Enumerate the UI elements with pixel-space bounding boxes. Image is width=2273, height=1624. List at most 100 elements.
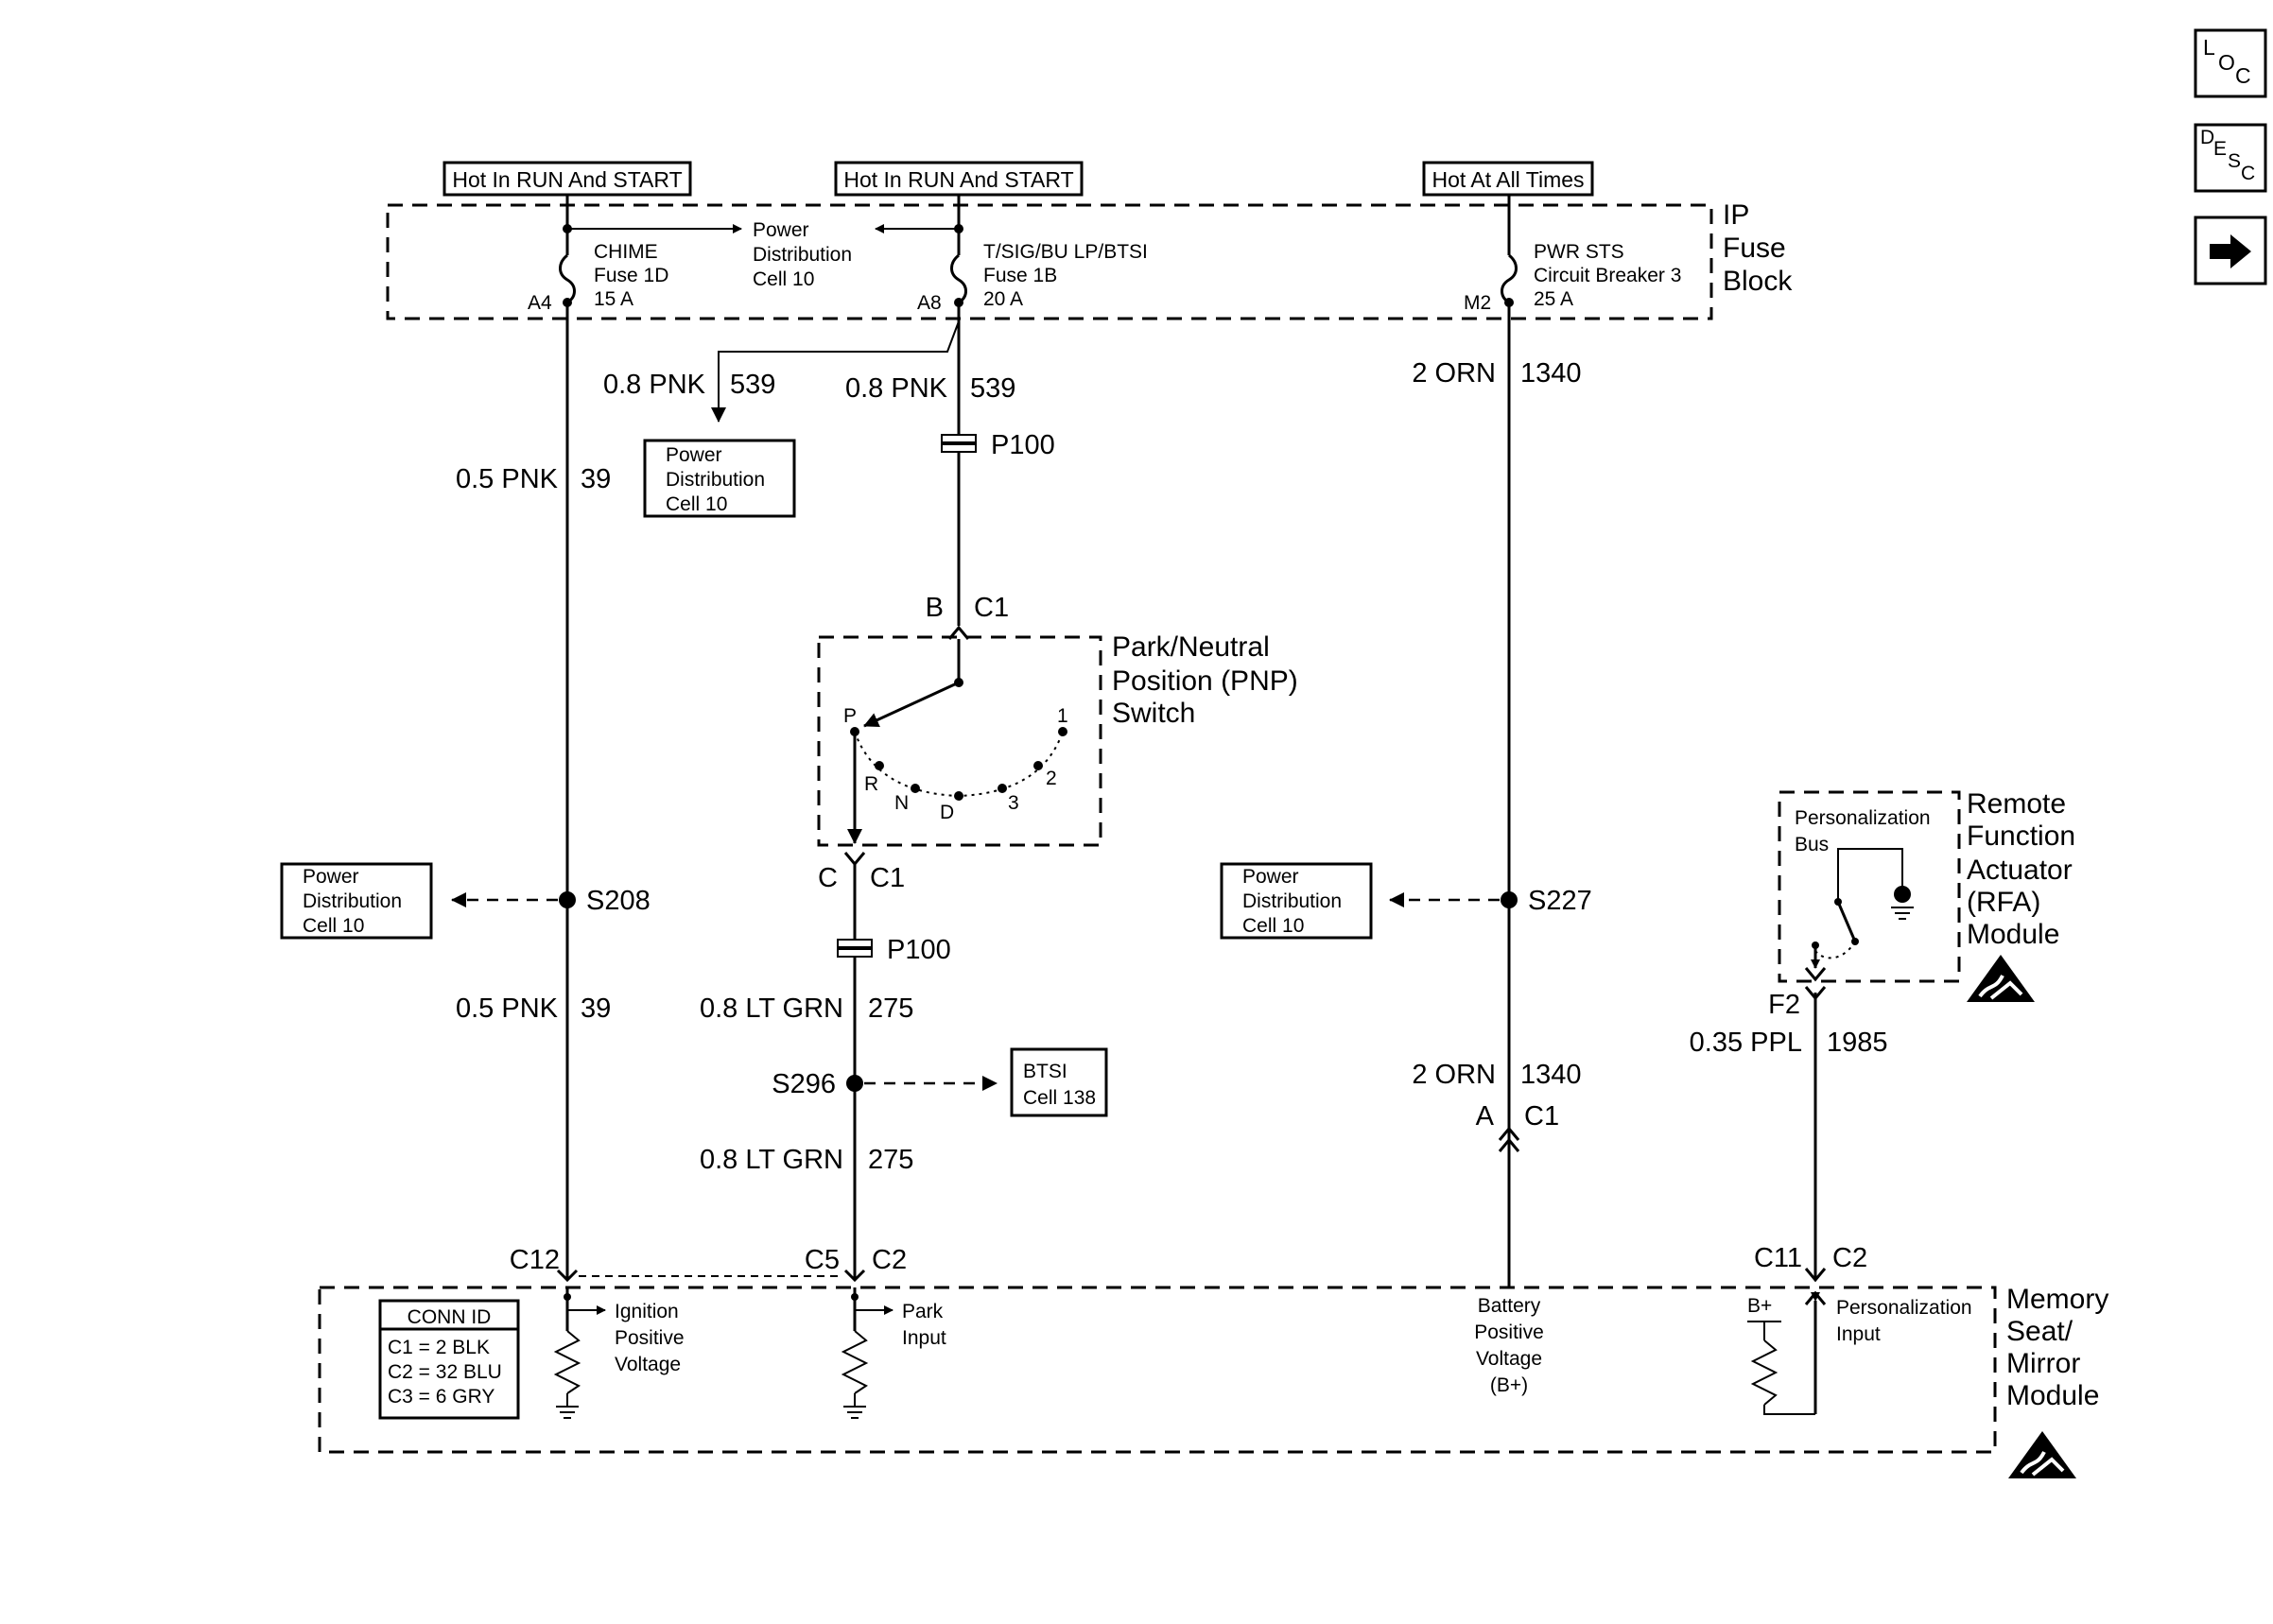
connector-c2-right: C2 [1832,1243,1867,1273]
connector-p100-upper-label: P100 [991,430,1055,460]
wire-539-size: 0.8 PNK [845,373,948,404]
park-input-line-1: Park [902,1301,944,1322]
pd-top-reference: Power Distribution Cell 10 [753,219,852,290]
pd-s227-line-3: Cell 10 [1242,915,1304,937]
connector-p100-lower-label: P100 [887,935,951,965]
loc-letter-o: O [2218,50,2235,75]
rfa-module-outline [1778,790,1961,983]
fuse-chime-id: Fuse 1D [594,265,668,286]
conn-id-c3: C3 = 6 GRY [388,1386,495,1408]
btsi-reference: BTSI Cell 138 [1010,1047,1108,1117]
rfa-title-4: (RFA) [1967,887,2040,918]
desc-letter-d: D [2200,127,2214,148]
battery-voltage-line-2: Positive [1474,1322,1544,1343]
connector-c1-memory: C1 [1524,1101,1559,1132]
personalization-input-line-2: Input [1836,1323,1881,1345]
fuse-tsig-id: Fuse 1B [983,265,1057,286]
splice-s227-label: S227 [1528,886,1592,916]
park-input-line-2: Input [902,1327,946,1349]
conn-id-title: CONN ID [408,1306,492,1328]
wire-39-number-lower: 39 [581,993,611,1024]
wire-275-size-lower: 0.8 LT GRN [700,1145,843,1175]
wire-1340-size-lower: 2 ORN [1412,1060,1496,1090]
memory-title-1: Memory [2006,1284,2108,1315]
ignition-input-line-1: Ignition [615,1301,679,1322]
memory-title-2: Seat/ [2006,1316,2073,1347]
battery-voltage-line-3: Voltage [1476,1348,1542,1370]
fuse-tsig-amps: 20 A [983,288,1023,310]
personalization-input-line-1: Personalization [1836,1297,1972,1319]
ip-fuse-block-title-3: Block [1723,266,1793,297]
ip-fuse-block-title-2: Fuse [1723,233,1786,264]
pd-s227-line-1: Power [1242,866,1299,888]
source-hot-run-1: Hot In RUN And START [442,161,692,197]
ip-fuse-block-outline [386,203,1713,320]
pnp-pos-p: P [843,705,857,727]
breaker-pwr-pin: M2 [1464,292,1491,314]
rfa-bus-line-1: Personalization [1795,807,1931,829]
fuse-chime-name: CHIME [594,241,658,263]
connector-c2-left: C2 [872,1245,907,1275]
loc-button[interactable]: L O C [2194,28,2267,98]
source-hot-run-1-label: Hot In RUN And START [452,167,682,192]
rfa-bus-line-2: Bus [1795,834,1829,855]
fuse-tsig-pin: A8 [917,292,942,314]
battery-voltage-line-4: (B+) [1490,1374,1528,1396]
pd-s208-line-1: Power [303,866,359,888]
connector-c1-pnp-top: C1 [974,593,1009,623]
pd-539-line-1: Power [666,444,722,466]
source-hot-all-times: Hot At All Times [1422,161,1594,197]
wire-1985-number: 1985 [1827,1028,1888,1058]
loc-letter-c: C [2235,63,2251,88]
fuse-tsig-name: T/SIG/BU LP/BTSI [983,241,1148,263]
pd-top-line-3: Cell 10 [753,268,814,290]
rfa-title-3: Actuator [1967,855,2073,886]
pnp-pos-r: R [864,773,878,795]
conn-id-c2: C2 = 32 BLU [388,1361,502,1383]
pd-s208-line-3: Cell 10 [303,915,364,937]
desc-button[interactable]: D E S C [2194,123,2267,193]
fuse-chime-pin: A4 [528,292,552,314]
right-arrow-icon [2210,234,2251,268]
connector-c1-pnp-bottom: C1 [870,863,905,893]
connector-f2: F2 [1768,990,1800,1020]
rfa-title-2: Function [1967,821,2075,852]
bplus-label: B+ [1747,1295,1772,1317]
next-button[interactable] [2194,216,2267,285]
conn-id-table: CONN ID C1 = 2 BLK C2 = 32 BLU C3 = 6 GR… [378,1299,520,1420]
ignition-input-line-3: Voltage [615,1354,681,1375]
wire-539-number-branch: 539 [730,370,775,400]
ignition-input-line-2: Positive [615,1327,685,1349]
wire-1340-number-upper: 1340 [1520,358,1582,389]
btsi-line-1: BTSI [1023,1061,1067,1082]
memory-module-outline [318,1286,1997,1454]
battery-voltage-line-1: Battery [1478,1295,1541,1317]
pnp-switch-outline [817,635,1102,847]
pd-s208-line-2: Distribution [303,890,402,912]
splice-s208-dot [559,891,576,908]
splice-s296-label: S296 [772,1069,836,1099]
pd-s208-reference: Power Distribution Cell 10 [280,862,433,940]
ip-fuse-block-title-1: IP [1723,199,1749,231]
pnp-switch-title-1: Park/Neutral [1112,631,1270,663]
wire-39-number-upper: 39 [581,464,611,494]
fuse-chime-amps: 15 A [594,288,633,310]
esd-warning-icon-rfa [1965,953,2037,1004]
loc-letter-l: L [2203,35,2215,60]
btsi-line-2: Cell 138 [1023,1087,1096,1109]
rfa-title-5: Module [1967,919,2059,950]
fuse-tsig: T/SIG/BU LP/BTSI Fuse 1B 20 A A8 [917,224,1148,314]
breaker-pwr-name: PWR STS [1534,241,1624,263]
splice-s296-dot [846,1075,863,1092]
pnp-pos-n: N [894,792,909,814]
connector-p100-upper: P100 [941,430,1055,460]
desc-letter-s: S [2228,150,2241,172]
wire-39-size-lower: 0.5 PNK [456,993,559,1024]
pnp-switch-title-3: Switch [1112,698,1195,729]
connector-b-pin: B [926,593,944,623]
wire-1340-number-lower: 1340 [1520,1060,1582,1090]
breaker-pwr-id: Circuit Breaker 3 [1534,265,1681,286]
connector-p100-lower: P100 [837,935,951,965]
splice-s208-label: S208 [586,886,651,916]
